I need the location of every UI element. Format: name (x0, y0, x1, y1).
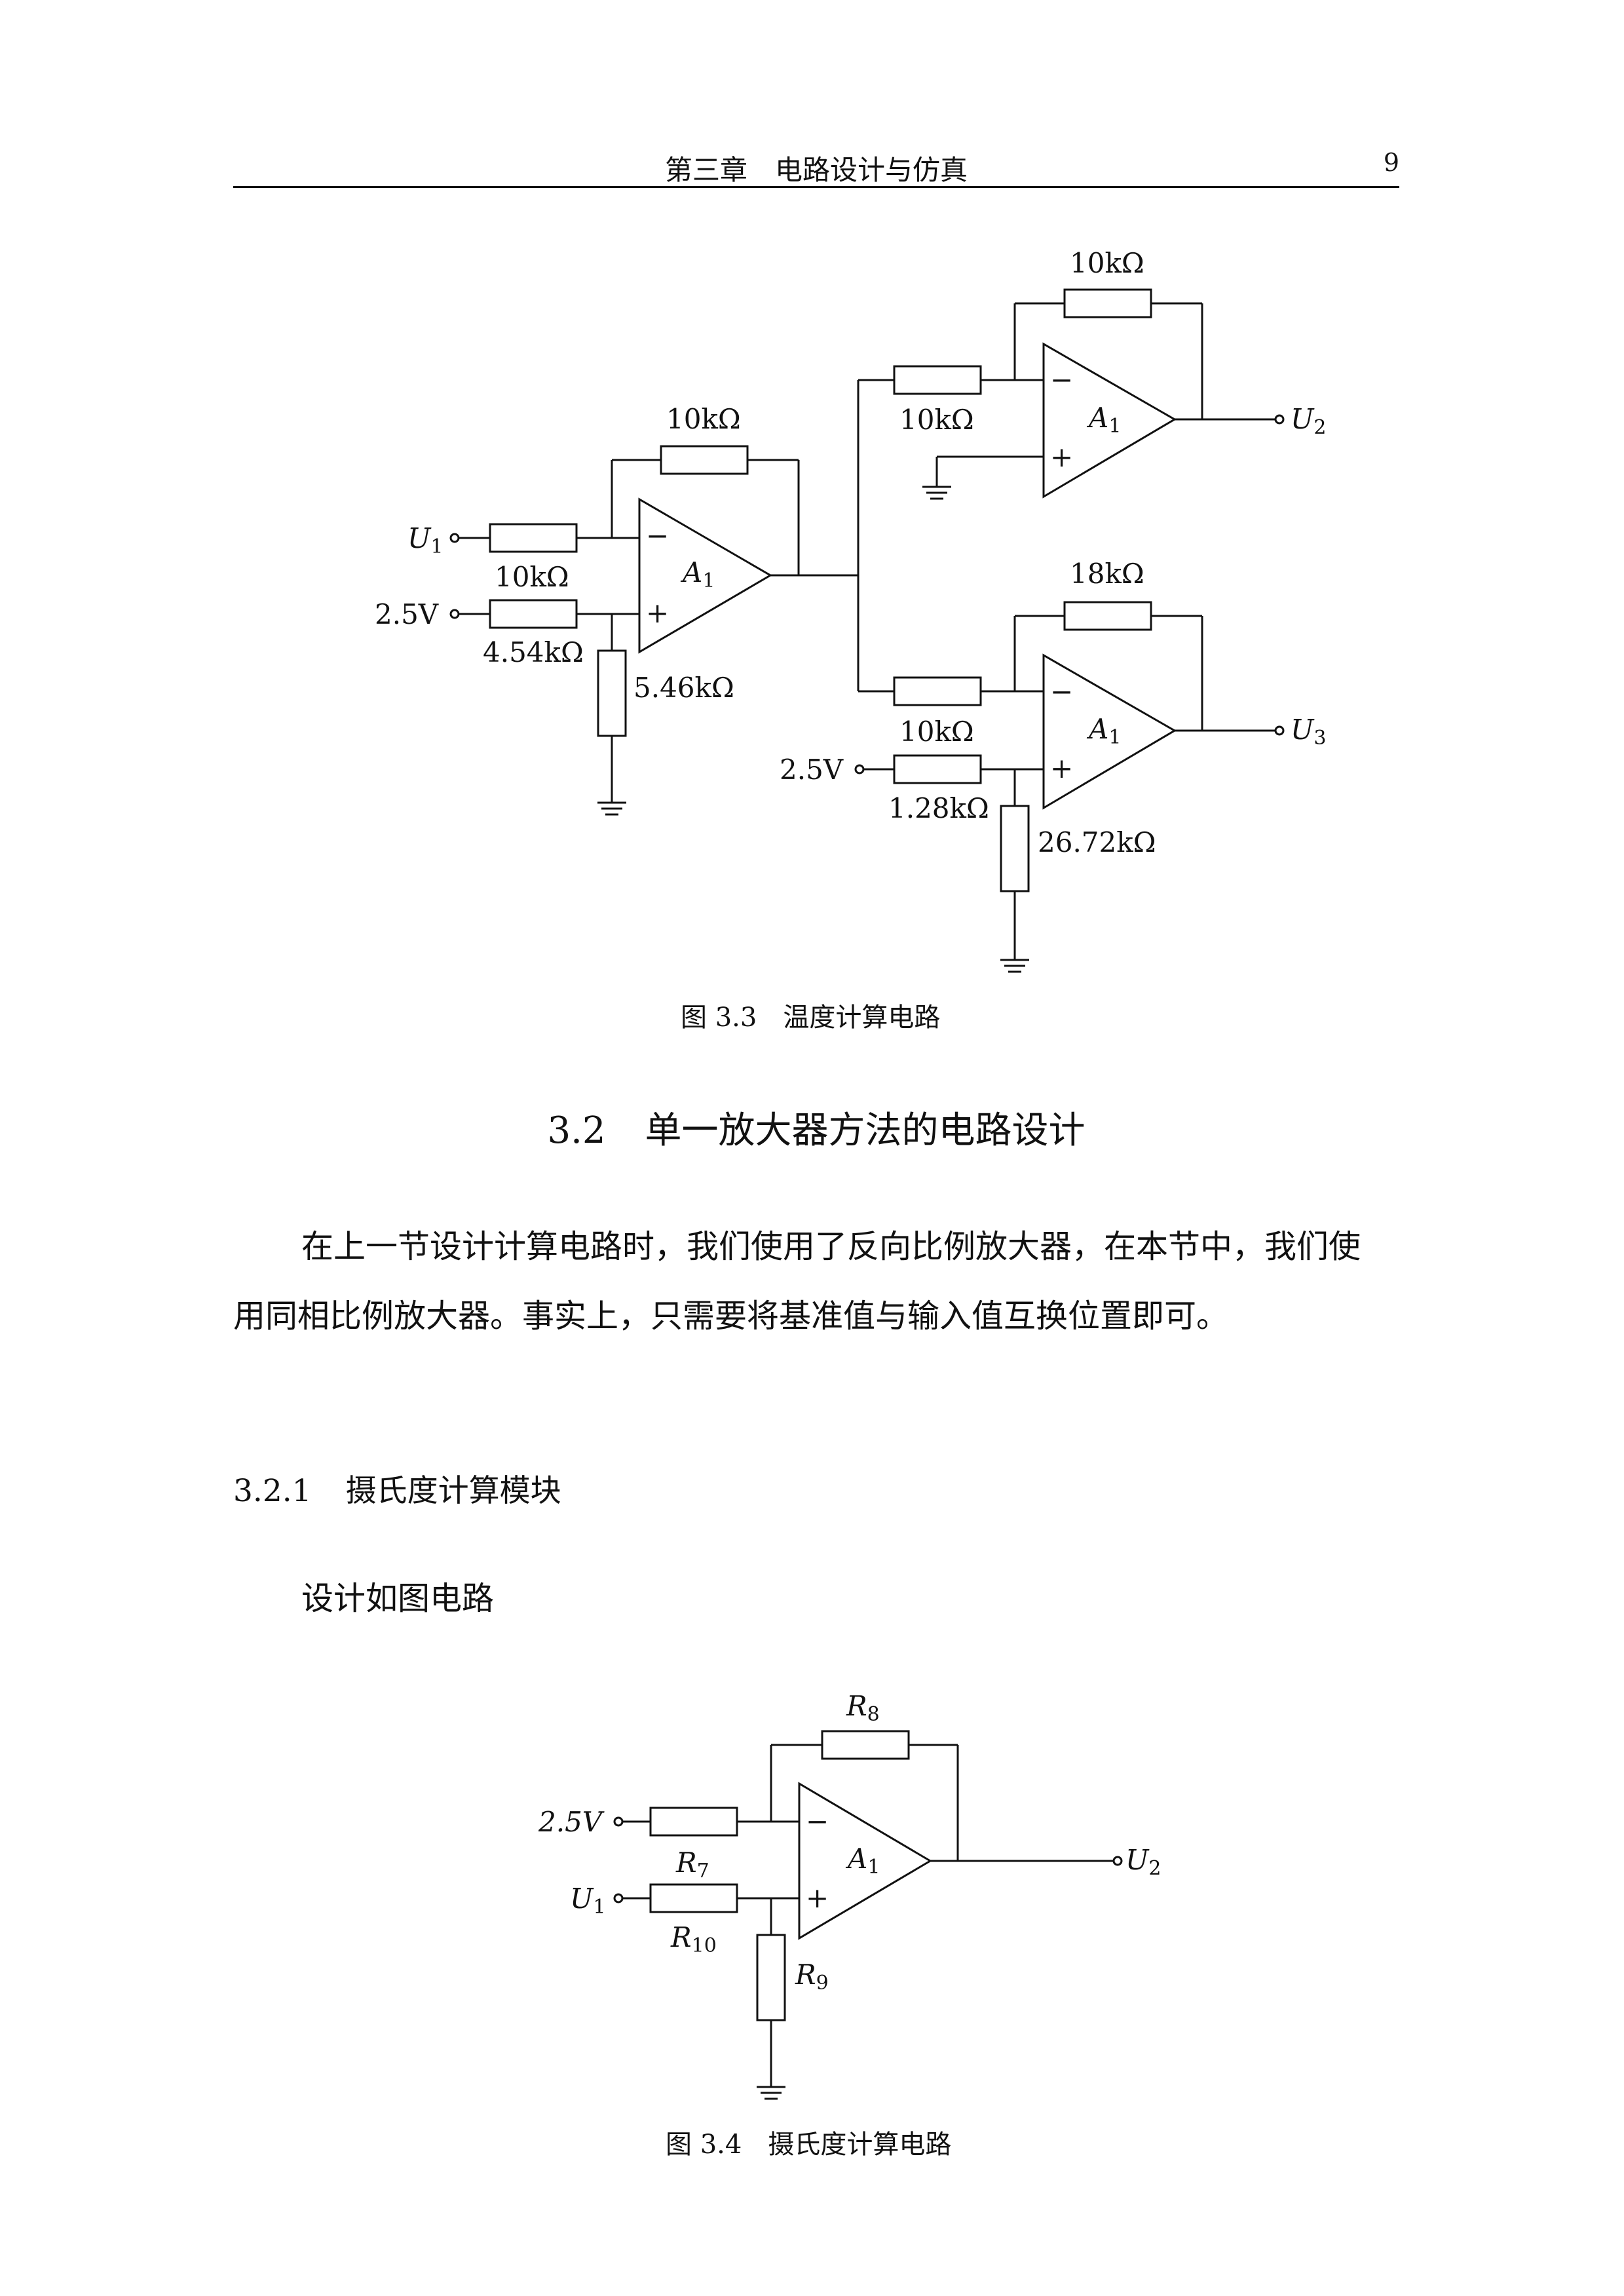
resistor-bias2-series (893, 754, 982, 784)
label-r-feedback-top: 10kΩ (1070, 247, 1144, 279)
opamp-first (638, 497, 772, 654)
figure-3-3-caption-text: 温度计算电路 (783, 1003, 941, 1033)
label-u1: U1 (407, 522, 444, 558)
lead-text: 设计如图电路 (301, 1580, 495, 1617)
figure-3-4-circuit: 2.5V U1 R8 R7 R10 R9 A1 − + U2 (538, 1690, 1161, 2100)
resistor-bias-series (489, 599, 578, 629)
resistor-r8 (821, 1730, 910, 1760)
label-25v: 2.5V (538, 1806, 605, 1838)
terminal-u2-out (1112, 1856, 1123, 1866)
figure-3-3-caption-number: 图 3.3 (681, 1003, 757, 1033)
label-r9: R9 (795, 1959, 829, 1995)
section-number: 3.2 (547, 1109, 606, 1152)
terminal-u3 (1274, 725, 1285, 736)
terminal-u1 (449, 533, 460, 543)
resistor-r7 (649, 1807, 738, 1837)
label-25v-a: 2.5V (375, 598, 439, 630)
resistor-bias2-ground (1000, 805, 1030, 892)
label-plus-bottom: + (1050, 752, 1073, 784)
label-25v-b: 2.5V (780, 754, 844, 786)
label-r-feedback-bottom: 18kΩ (1070, 558, 1144, 590)
running-header: 第三章 电路设计与仿真 9 (233, 145, 1399, 189)
label-minus-top: − (1050, 364, 1073, 396)
header-page-number: 9 (1383, 148, 1399, 177)
terminal-u2 (1274, 414, 1285, 425)
figure-3-4-caption-number: 图 3.4 (666, 2130, 742, 2160)
terminal-25v-a (449, 609, 460, 619)
terminal-25v (613, 1816, 624, 1827)
resistor-input-first (489, 523, 578, 553)
label-amp-a1: A1 (845, 1843, 880, 1879)
terminal-u1-in (613, 1893, 624, 1904)
paragraph-line-1: 在上一节设计计算电路时，我们使用了反向比例放大器，在本节中，我们使 (301, 1228, 1361, 1265)
label-u2: U2 (1291, 403, 1327, 439)
subsection-number: 3.2.1 (233, 1473, 312, 1509)
opamp-bottom (1042, 653, 1177, 810)
opamp-top (1042, 342, 1177, 499)
label-r10: R10 (670, 1921, 717, 1957)
resistor-feedback-top (1063, 288, 1152, 318)
paragraph-line-2: 用同相比例放大器。事实上，只需要将基准值与输入值互换位置即可。 (233, 1297, 1229, 1335)
ground-symbol-bottom (1000, 959, 1029, 973)
label-r8: R8 (846, 1690, 880, 1726)
figure-3-3-caption: 图 3.3 温度计算电路 (681, 996, 940, 1034)
opamp-a1 (798, 1782, 932, 1940)
resistor-r9 (756, 1934, 786, 2021)
figure-3-4-caption: 图 3.4 摄氏度计算电路 (666, 2123, 951, 2161)
resistor-bias-ground (597, 649, 627, 737)
label-u3: U3 (1291, 714, 1327, 750)
subsection-title: 摄氏度计算模块 (345, 1473, 561, 1509)
resistor-r10 (649, 1883, 738, 1913)
label-plus-first: + (646, 597, 669, 629)
body-paragraph: 在上一节设计计算电路时，我们使用了反向比例放大器，在本节中，我们使 用同相比例放… (233, 1212, 1399, 1351)
ground-symbol-first (597, 801, 626, 816)
label-r-feedback-first: 10kΩ (666, 403, 741, 435)
label-amp-top: A1 (1086, 402, 1121, 438)
label-amp-first: A1 (680, 556, 715, 592)
label-amp-bottom: A1 (1086, 713, 1121, 749)
figure-3-3-circuit: U1 2.5V 10kΩ 10kΩ 4.54kΩ 5.46kΩ A1 − + 1… (375, 247, 1327, 973)
resistor-input-top (893, 365, 982, 395)
label-plus: + (806, 1882, 829, 1914)
label-r-input-bottom: 10kΩ (899, 716, 974, 748)
subsection-heading: 3.2.1 摄氏度计算模块 (233, 1465, 561, 1510)
label-minus: − (806, 1805, 829, 1837)
section-heading: 3.2 单一放大器方法的电路设计 (233, 1101, 1399, 1154)
ground-symbol (757, 2086, 785, 2100)
label-minus-first: − (646, 520, 669, 552)
ground-symbol-top (922, 486, 951, 500)
label-r-input-top: 10kΩ (899, 404, 974, 436)
label-r7: R7 (675, 1846, 709, 1883)
label-r-bias2-series: 1.28kΩ (888, 792, 989, 824)
label-u1-in: U1 (570, 1883, 606, 1919)
label-r-bias-ground: 5.46kΩ (633, 672, 734, 704)
header-chapter-title: 第三章 电路设计与仿真 (664, 154, 968, 186)
header-rule (233, 186, 1399, 188)
resistor-input-bottom (893, 676, 982, 706)
section-title: 单一放大器方法的电路设计 (645, 1109, 1086, 1152)
label-r-input-first: 10kΩ (495, 561, 569, 593)
resistor-feedback-bottom (1063, 601, 1152, 631)
label-minus-bottom: − (1050, 676, 1073, 708)
label-plus-top: + (1050, 441, 1073, 473)
figure-3-4-caption-text: 摄氏度计算电路 (768, 2130, 952, 2160)
label-r-bias-series: 4.54kΩ (483, 636, 584, 668)
label-r-bias2-ground: 26.72kΩ (1038, 826, 1156, 858)
terminal-25v-b (854, 764, 865, 775)
label-u2-out: U2 (1125, 1844, 1161, 1880)
resistor-feedback-first (660, 445, 749, 475)
